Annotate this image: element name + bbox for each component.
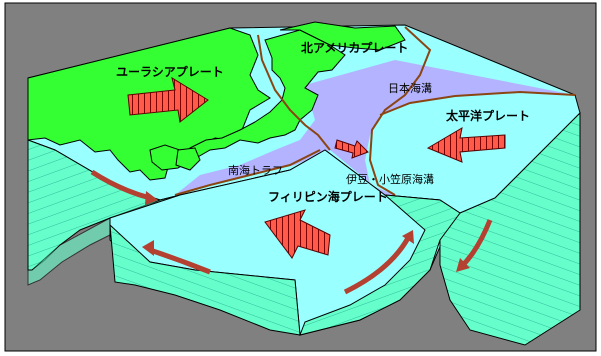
plate-boundary-line (257, 34, 331, 151)
philippine-sea-plate-arrow (264, 209, 331, 259)
subduction-arrow-left-upper (90, 169, 151, 201)
plate-boundary-line (379, 90, 576, 116)
kyushu-island (175, 147, 201, 171)
philippine-sea-plate-front-face (109, 223, 301, 336)
izu-convergence-arrow (334, 139, 369, 159)
subduction-arrow-center-head (402, 230, 414, 244)
plate-boundary-line (368, 26, 432, 196)
japan-islands (189, 29, 346, 159)
north-american-plate-label: 北アメリカプレート (301, 40, 408, 55)
japan-trench-label: 日本海溝 (388, 81, 432, 95)
hokkaido-island (279, 21, 406, 51)
nankai-trough-label: 南海トラフ (228, 163, 283, 177)
subduction-arrow-left-lower (149, 247, 211, 275)
eurasian-plate-arrow (127, 76, 209, 123)
pacific-plate-arrow (426, 127, 506, 163)
trench-zone (175, 60, 575, 213)
eurasian-plate-label: ユーラシアプレート (116, 64, 224, 79)
pacific-plate-curve-face (299, 194, 461, 336)
subduction-arrow-right-head (456, 258, 470, 272)
pacific-plate-label: 太平洋プレート (446, 108, 530, 123)
izu-ogasawara-trench-label: 伊豆・小笠原海溝 (346, 172, 434, 186)
subduction-arrow-center (343, 236, 411, 295)
subduction-arrow-left-lower-head (142, 240, 154, 256)
philippine-sea-plate-label: フィリピン海プレート (268, 189, 388, 204)
subduction-arrow-left-upper-head (145, 191, 158, 205)
plate-boundary-line (174, 149, 321, 196)
